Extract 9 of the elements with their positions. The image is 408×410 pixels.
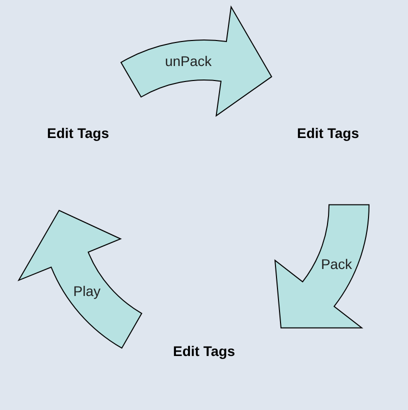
curved-block-arrow bbox=[120, 6, 272, 116]
edge-label: Pack bbox=[320, 256, 352, 272]
node-label: Edit Tags bbox=[47, 125, 109, 141]
edge-label: Play bbox=[73, 282, 100, 298]
curved-block-arrow bbox=[274, 204, 370, 328]
curved-block-arrow bbox=[18, 210, 142, 349]
node-label: Edit Tags bbox=[297, 125, 359, 141]
node-label: Edit Tags bbox=[173, 343, 235, 359]
edge-label: unPack bbox=[164, 52, 212, 69]
